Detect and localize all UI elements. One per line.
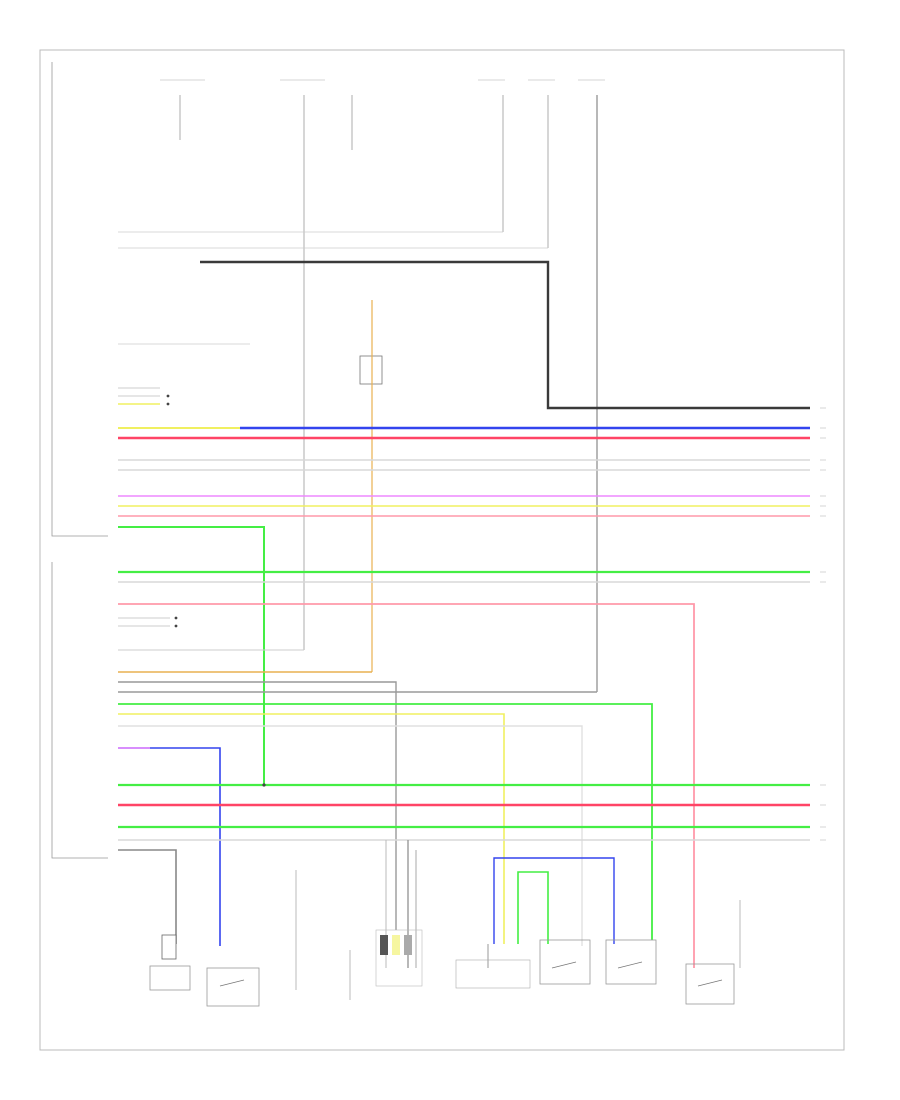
door-switch-box-2	[539, 939, 591, 985]
splice-dots	[166, 394, 266, 787]
lower-module-bracket	[51, 562, 108, 859]
fuse-block-bottom	[375, 929, 423, 987]
upper-module-bracket	[51, 62, 108, 537]
door-switch-box-4	[685, 963, 735, 1005]
door-switch-box-1	[206, 967, 260, 1007]
diagram-frame	[39, 49, 845, 1051]
upper-harness-wires	[118, 387, 810, 785]
upper-feed-lines	[118, 231, 548, 345]
door-switch-box-3	[605, 939, 657, 985]
top-feeders	[179, 95, 598, 692]
lower-harness-wires	[118, 570, 810, 968]
lower-verticals	[295, 840, 741, 1000]
lower-mid-box	[455, 959, 531, 989]
lower-left-sensor	[149, 934, 191, 991]
main-black-wire	[200, 260, 810, 410]
fuse-relay-box	[359, 355, 383, 385]
right-terminals	[820, 407, 826, 841]
